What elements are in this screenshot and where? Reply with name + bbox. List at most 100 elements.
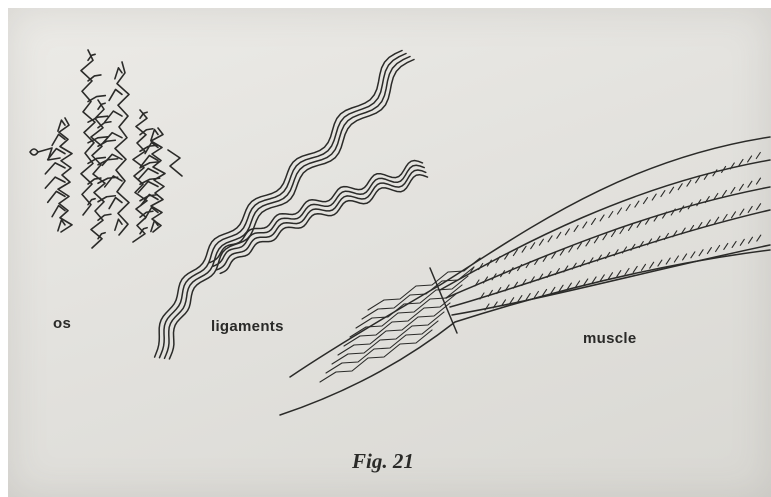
- muscle-hatch-tick: [534, 292, 538, 298]
- ligament-strand: [160, 54, 407, 358]
- muscle-hatch-tick: [574, 225, 578, 231]
- bone-spike: [38, 148, 60, 160]
- muscle-fiber-hatching: [470, 153, 761, 311]
- muscle-hatch-tick: [592, 218, 596, 224]
- muscle-hatch-tick: [565, 229, 569, 235]
- muscle-hatch-tick: [670, 187, 674, 193]
- muscle-hatch-tick: [625, 269, 629, 275]
- label-ligaments: ligaments: [211, 318, 284, 335]
- muscle-tendon-junction-line: [430, 268, 457, 333]
- muscle-hatch-tick: [635, 201, 639, 207]
- muscle-hatch-tick: [757, 178, 761, 184]
- bone-spine: [81, 50, 95, 215]
- ligament-strand: [165, 57, 411, 359]
- muscle-hatch-tick: [618, 208, 622, 214]
- muscle-hatch-tick: [674, 256, 678, 262]
- muscle-fiber-line: [440, 160, 770, 290]
- bone-spine: [91, 100, 105, 248]
- figure-caption: Fig. 21: [352, 449, 414, 474]
- muscle-hatch-tick: [661, 191, 665, 197]
- muscle-hatch-tick: [722, 190, 726, 196]
- tendon-fiber: [338, 303, 450, 355]
- muscle-hatch-tick: [740, 239, 744, 245]
- muscle-hatch-tick: [650, 262, 654, 268]
- tendon-fiber: [332, 312, 444, 364]
- muscle-hatch-tick: [731, 187, 735, 193]
- ligament-bundle-upper: [155, 51, 414, 359]
- bone-spike: [168, 150, 182, 176]
- muscle-hatch-tick: [609, 212, 613, 218]
- muscle-hatch-tick: [740, 209, 744, 215]
- tendon-fiber: [368, 258, 480, 310]
- bone-spike: [45, 163, 65, 174]
- muscle-hatch-tick: [699, 250, 703, 256]
- muscle-outline-bottom: [280, 250, 770, 415]
- muscle-hatch-tick: [626, 205, 630, 211]
- muscle-hatch-tick: [666, 258, 670, 264]
- muscle-hatch-tick: [748, 206, 752, 212]
- tendon-wavy-fibers: [320, 258, 480, 382]
- muscle-hatch-tick: [683, 254, 687, 260]
- bone-spine: [115, 62, 129, 235]
- muscle-hatch-tick: [716, 246, 720, 252]
- muscle-hatch-tick: [557, 232, 561, 238]
- muscle-hatch-tick: [715, 217, 719, 223]
- muscle-hatch-tick: [748, 156, 752, 162]
- bone-spike: [109, 89, 122, 100]
- muscle-hatch-tick: [756, 153, 760, 159]
- muscle-hatch-tick: [583, 222, 587, 228]
- muscle-hatch-tick: [739, 159, 743, 165]
- muscle-hatch-tick: [739, 184, 743, 190]
- bone-illustration: [30, 50, 182, 248]
- muscle-hatch-tick: [707, 248, 711, 254]
- muscle-hatch-tick: [612, 231, 616, 237]
- muscle-hatch-tick: [594, 237, 598, 243]
- muscle-hatch-tick: [644, 198, 648, 204]
- muscle-illustration: [280, 137, 770, 415]
- ligaments-illustration: [155, 51, 428, 359]
- muscle-hatch-tick: [749, 237, 753, 243]
- ligament-strand: [169, 60, 414, 359]
- muscle-hatch-tick: [671, 209, 675, 215]
- muscle-outline-top: [290, 137, 770, 377]
- muscle-hatch-tick: [586, 240, 590, 246]
- muscle-hatch-tick: [631, 244, 635, 250]
- muscle-hatch-tick: [603, 234, 607, 240]
- muscle-hatch-tick: [609, 273, 613, 279]
- muscle-hatch-tick: [642, 264, 646, 270]
- muscle-hatch-tick: [623, 247, 627, 253]
- muscle-hatch-tick: [678, 184, 682, 190]
- bone-spine: [133, 110, 147, 242]
- muscle-hatch-tick: [548, 236, 552, 242]
- bone-spike: [98, 140, 115, 146]
- muscle-hatch-tick: [600, 215, 604, 221]
- muscle-hatch-tick: [724, 243, 728, 249]
- muscle-hatch-tick: [531, 243, 535, 249]
- label-os: os: [53, 315, 71, 332]
- muscle-hatch-tick: [633, 266, 637, 272]
- bone-spike: [109, 198, 122, 209]
- bone-knob: [30, 149, 38, 155]
- muscle-hatch-tick: [748, 181, 752, 187]
- muscle-hatch-tick: [658, 260, 662, 266]
- muscle-hatch-tick: [617, 271, 621, 277]
- muscle-hatch-tick: [522, 246, 526, 252]
- muscle-hatch-tick: [526, 294, 530, 300]
- muscle-hatch-tick: [757, 204, 761, 210]
- muscle-hatch-tick: [757, 235, 761, 241]
- label-muscle: muscle: [583, 330, 637, 347]
- tendon-fiber: [344, 294, 456, 346]
- bone-spike: [88, 96, 105, 102]
- muscle-hatch-tick: [652, 194, 656, 200]
- muscle-hatch-tick: [687, 180, 691, 186]
- ligament-strand: [220, 175, 427, 274]
- muscle-hatch-tick: [732, 212, 736, 218]
- ligament-bundle-lower: [210, 161, 428, 274]
- muscle-hatch-tick: [723, 215, 727, 221]
- muscle-hatch-tick: [691, 252, 695, 258]
- muscle-hatch-tick: [539, 239, 543, 245]
- bone-spike: [115, 219, 122, 230]
- muscle-hatch-tick: [732, 241, 736, 247]
